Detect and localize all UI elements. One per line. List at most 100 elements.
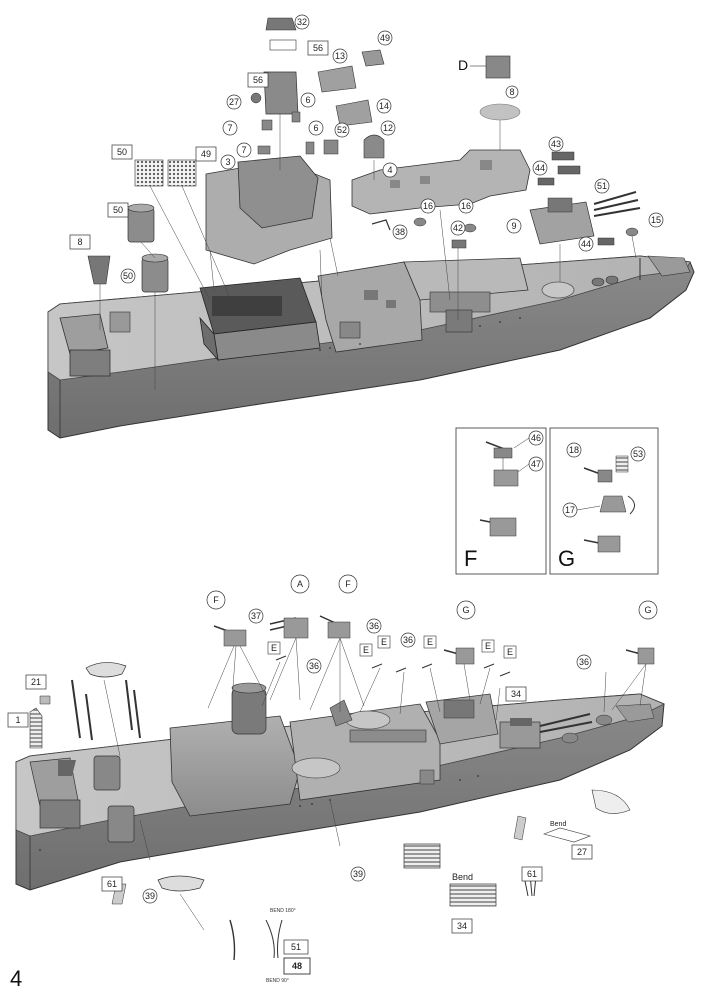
- callout-marker: [366, 618, 382, 634]
- callout-marker: [638, 600, 658, 620]
- callout-marker: [101, 876, 123, 892]
- top-exploded-view: 3256134956627147612527504934434451508164…: [47, 14, 695, 439]
- callout-marker: [376, 98, 392, 114]
- mount-letter-G: G: [462, 605, 469, 615]
- callout-marker: [206, 590, 226, 610]
- e-label-box: [377, 635, 391, 649]
- hangar-blocks: [199, 277, 321, 362]
- callout-marker: [392, 224, 408, 240]
- callout-marker: [382, 162, 398, 178]
- top-callout-52: 52: [337, 125, 347, 135]
- bottom-callout-34: 34: [457, 921, 467, 931]
- callout-marker: [400, 632, 416, 648]
- e-label-box: [481, 639, 495, 653]
- bottom-callout-27: 27: [577, 847, 587, 857]
- e-label: E: [485, 641, 491, 651]
- gun-mount-a: [269, 617, 309, 639]
- inset-f-gun-exploded: [479, 441, 519, 537]
- inset-g-part-53: 53: [633, 449, 643, 459]
- callout-marker: [142, 888, 158, 904]
- part-51-wire: [265, 919, 283, 959]
- e-label: E: [363, 645, 369, 655]
- bottom-callout-37: 37: [251, 611, 261, 621]
- callout-marker: [120, 268, 136, 284]
- callout-marker: [247, 72, 269, 88]
- davit: [71, 679, 81, 739]
- top-callout-16: 16: [423, 201, 433, 211]
- callout-marker: [594, 178, 610, 194]
- top-callout-32: 32: [297, 17, 307, 27]
- e-guns: [275, 655, 511, 677]
- callout-marker: [307, 40, 329, 56]
- bottom-callout-1: 1: [15, 715, 20, 725]
- callout-marker: [300, 92, 316, 108]
- bottom-superstructure: [169, 682, 655, 817]
- callout-marker: [308, 120, 324, 136]
- top-callout-15: 15: [651, 215, 661, 225]
- bottom-small-parts: [29, 662, 631, 961]
- part-48-box: [283, 957, 311, 975]
- bottom-portholes: [39, 775, 479, 851]
- callout-marker: [25, 674, 47, 690]
- callout-marker: [107, 202, 129, 218]
- top-callout-51: 51: [597, 181, 607, 191]
- callout-marker: [450, 220, 466, 236]
- callout-marker: [306, 658, 322, 674]
- inset-f-letter: F: [464, 546, 477, 571]
- bottom-callout-61: 61: [107, 879, 117, 889]
- bottom-callout-36: 36: [369, 621, 379, 631]
- mount-letter-F: F: [213, 595, 219, 605]
- top-callout-50: 50: [123, 271, 133, 281]
- callout-marker: [338, 574, 358, 594]
- bottom-callout-34: 34: [511, 689, 521, 699]
- bottom-callout-36: 36: [579, 657, 589, 667]
- top-callout-27: 27: [229, 97, 239, 107]
- top-callout-50: 50: [113, 205, 123, 215]
- callout-marker: [451, 918, 473, 934]
- callout-marker: [571, 844, 593, 860]
- top-callout-7: 7: [241, 145, 246, 155]
- part-34-ladder-fitted: [403, 843, 441, 869]
- top-callout-6: 6: [313, 123, 318, 133]
- callout-marker: [222, 120, 238, 136]
- exploded-parts: [87, 17, 641, 390]
- e-label-box: [359, 643, 373, 657]
- gun-mount-f-right: [319, 615, 351, 639]
- bottom-gun-mounts: [207, 615, 655, 715]
- e-gun-guide-lines: [261, 661, 491, 715]
- bottom-callout-39: 39: [353, 869, 363, 879]
- callout-circle: [505, 85, 519, 99]
- part-51-label: 51: [291, 942, 301, 952]
- inset-f-part-47: 47: [531, 459, 541, 469]
- top-callout-49: 49: [201, 149, 211, 159]
- callout-marker: [578, 236, 594, 252]
- part-61-side: [513, 815, 527, 841]
- top-callout-3: 3: [225, 157, 230, 167]
- wire-bend-180-label: BEND 180°: [270, 908, 296, 914]
- inset-G: 18 53 17 G: [549, 427, 659, 575]
- detail-d-label: D 8: [458, 57, 519, 99]
- top-callout-8: 8: [77, 237, 82, 247]
- top-callout-16: 16: [461, 201, 471, 211]
- davit: [85, 693, 93, 741]
- gun-mount-guide-lines: [207, 637, 647, 712]
- callout-circle: [630, 446, 646, 462]
- bottom-guide-lines: [103, 671, 607, 931]
- e-label-box: [423, 635, 437, 649]
- bottom-stern-fittings: [29, 755, 135, 843]
- part-51-box: [283, 939, 309, 955]
- bottom-callout-21: 21: [31, 677, 41, 687]
- callout-marker: [420, 198, 436, 214]
- top-callout-38: 38: [395, 227, 405, 237]
- top-callout-56: 56: [253, 75, 263, 85]
- top-callout-12: 12: [383, 123, 393, 133]
- part-21-fitting: [39, 695, 51, 705]
- part-48-label: 48: [292, 961, 302, 971]
- gun-mount-g-right: [625, 647, 655, 665]
- bow-fitting: [591, 789, 631, 814]
- callout-marker: [505, 686, 527, 702]
- callout-marker: [236, 142, 252, 158]
- gun-mount-f-left: [213, 625, 247, 647]
